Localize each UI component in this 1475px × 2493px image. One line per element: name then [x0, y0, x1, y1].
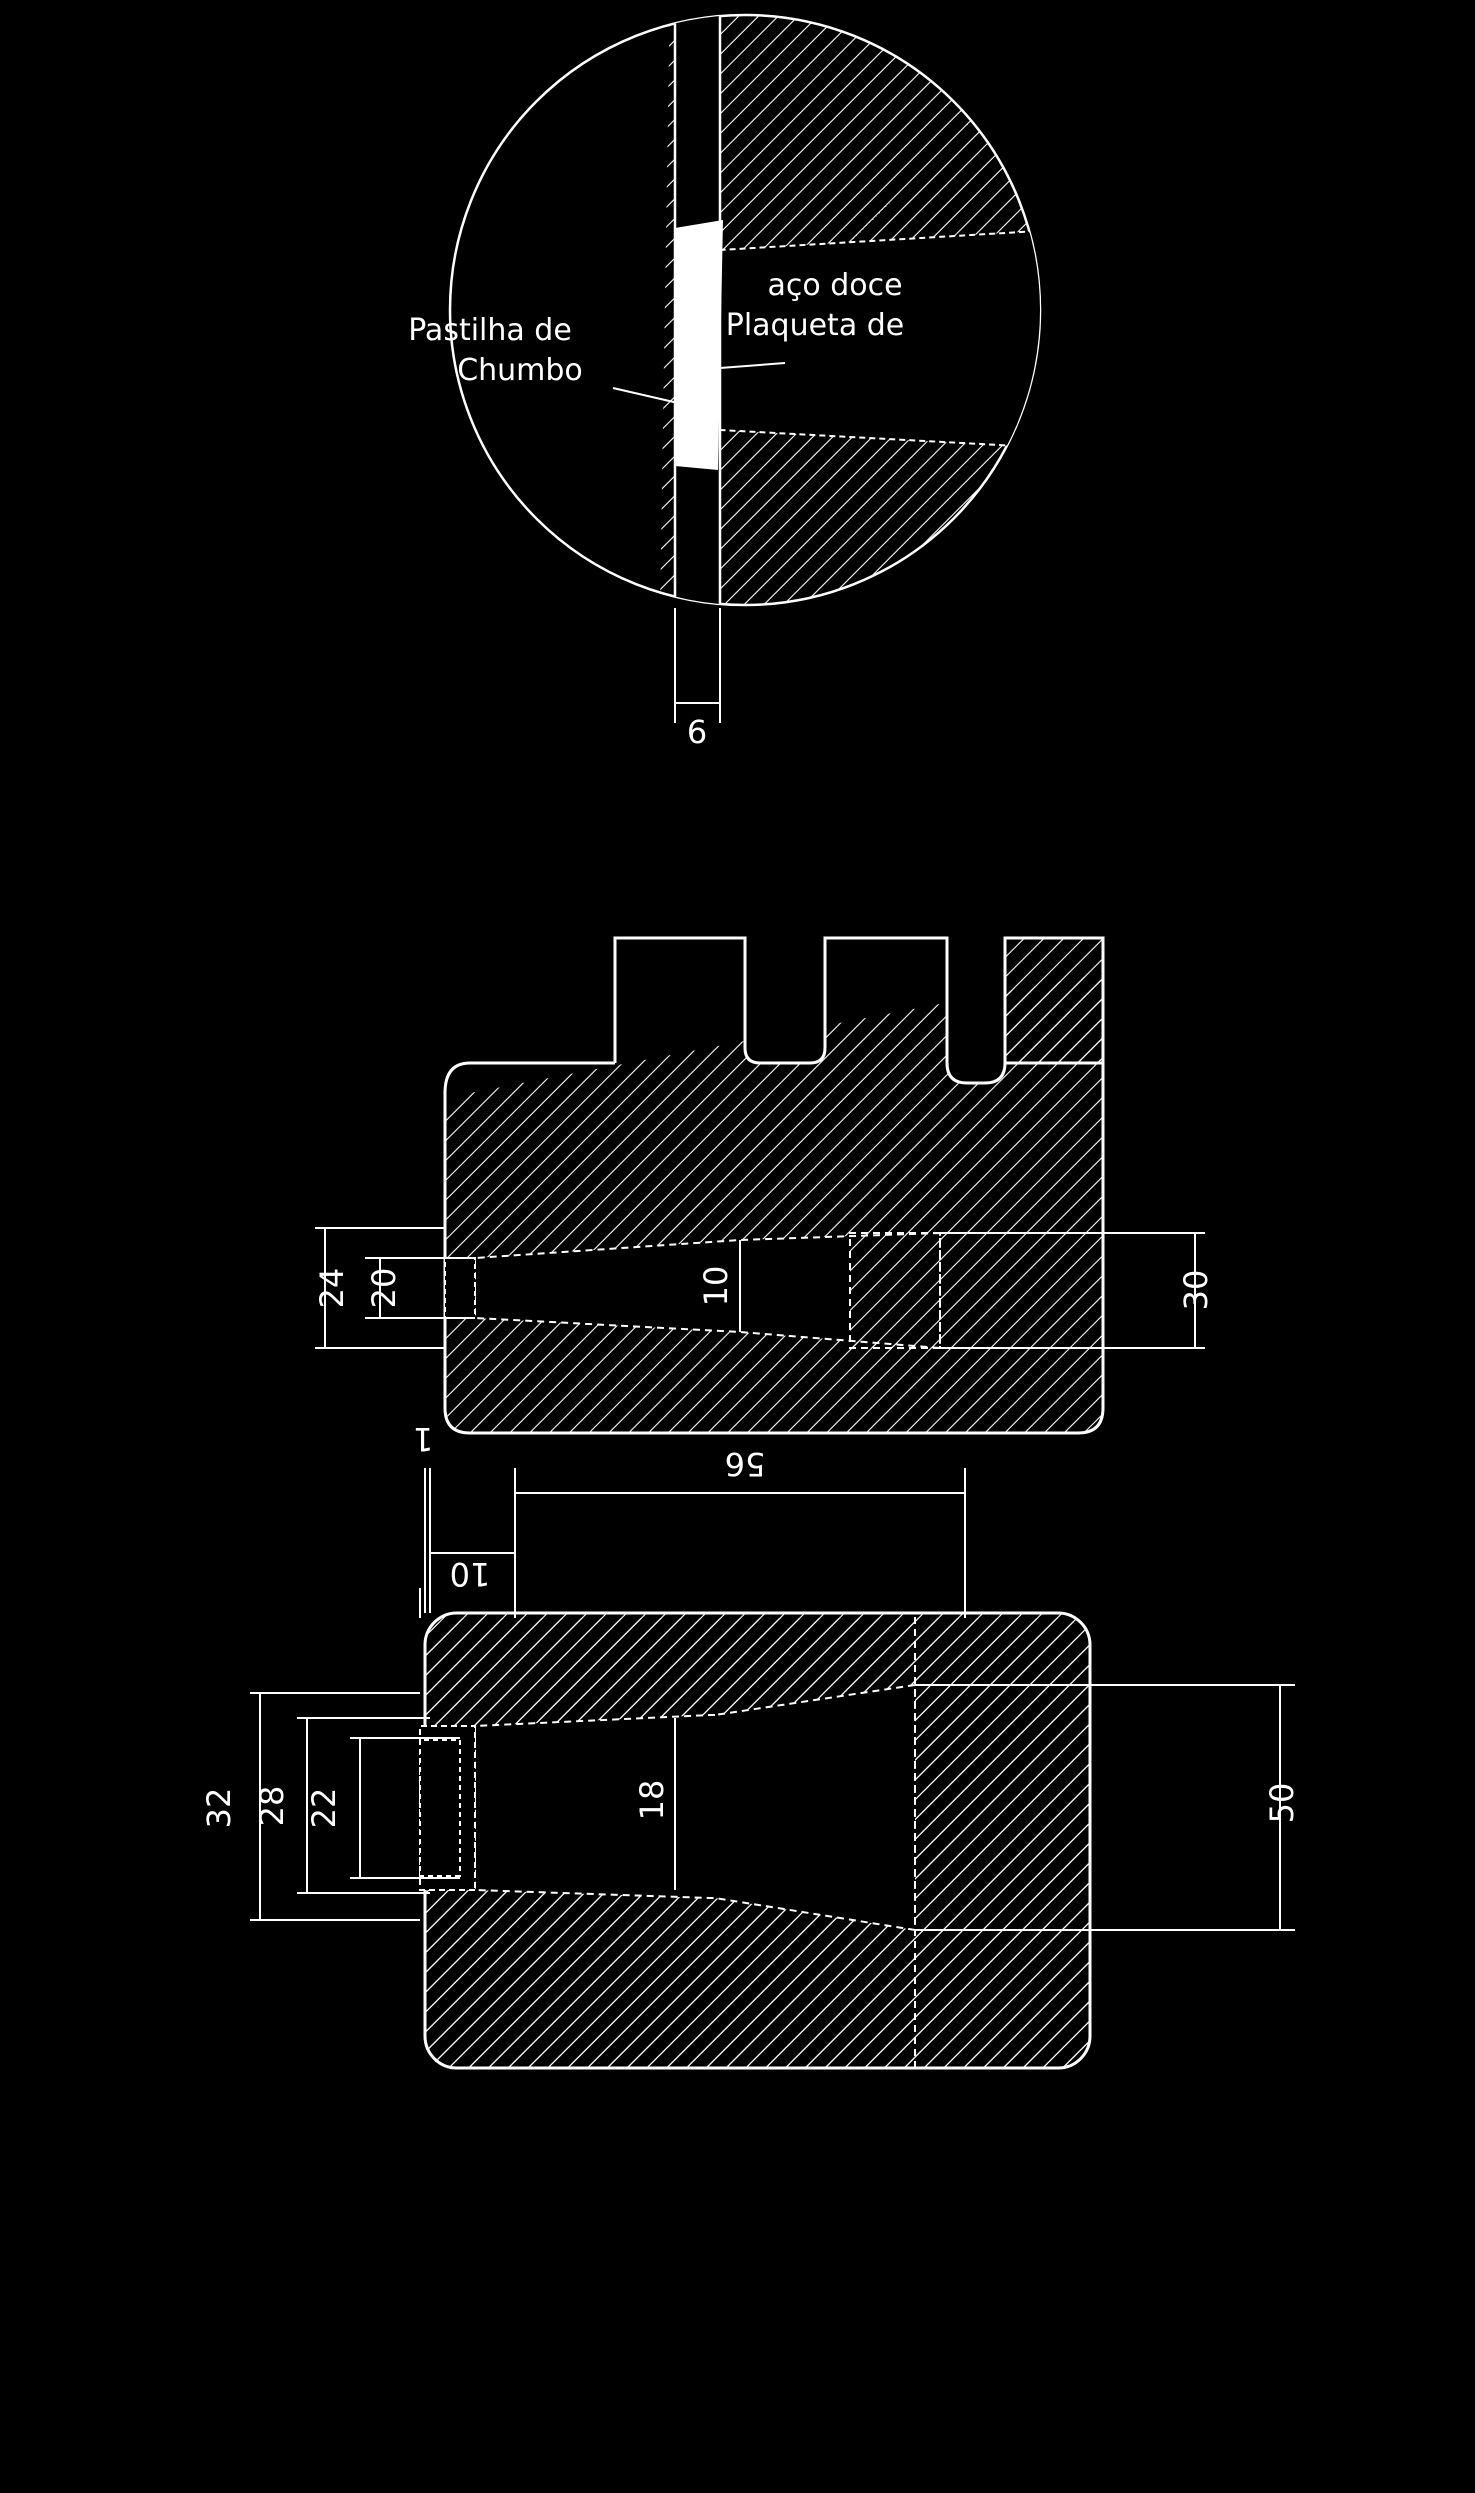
middle-dim-inner: 20	[365, 1268, 403, 1309]
label-steel-line2: aço doce	[767, 268, 902, 303]
bottom-dim-flange: 10	[450, 1555, 491, 1593]
bottom-dim-inner: 22	[305, 1788, 343, 1829]
bottom-dim-bore: 18	[633, 1780, 671, 1821]
bottom-dim-step: 1	[413, 1420, 433, 1458]
bottom-dim-outer: 32	[200, 1788, 238, 1829]
middle-dim-base: 30	[1177, 1270, 1215, 1311]
label-lead-line2: Chumbo	[457, 353, 583, 388]
middle-dim-bore: 10	[697, 1266, 735, 1307]
middle-part: 20 24 10 30	[313, 936, 1215, 1435]
lead-pellet	[675, 220, 723, 470]
rotated-sheet: 6 Pastilha de Chumbo Plaqueta de aço doc…	[200, 13, 1301, 2070]
detail-view: 6 Pastilha de Chumbo Plaqueta de aço doc…	[408, 13, 1042, 751]
bottom-dim-height: 56	[725, 1445, 766, 1483]
bottom-part: 32 28 22 18 50 56 10 1	[200, 633, 1301, 2070]
bottom-dim-base: 50	[1263, 1783, 1301, 1824]
detail-dim-thickness: 6	[687, 713, 707, 751]
label-steel-line1: Plaqueta de	[726, 308, 905, 343]
detail-cavity	[720, 230, 1040, 448]
bottom-dim-mid: 28	[253, 1786, 291, 1827]
label-lead-line1: Pastilha de	[408, 313, 572, 348]
middle-dim-outer: 24	[313, 1268, 351, 1309]
middle-cavity	[474, 1231, 941, 1350]
